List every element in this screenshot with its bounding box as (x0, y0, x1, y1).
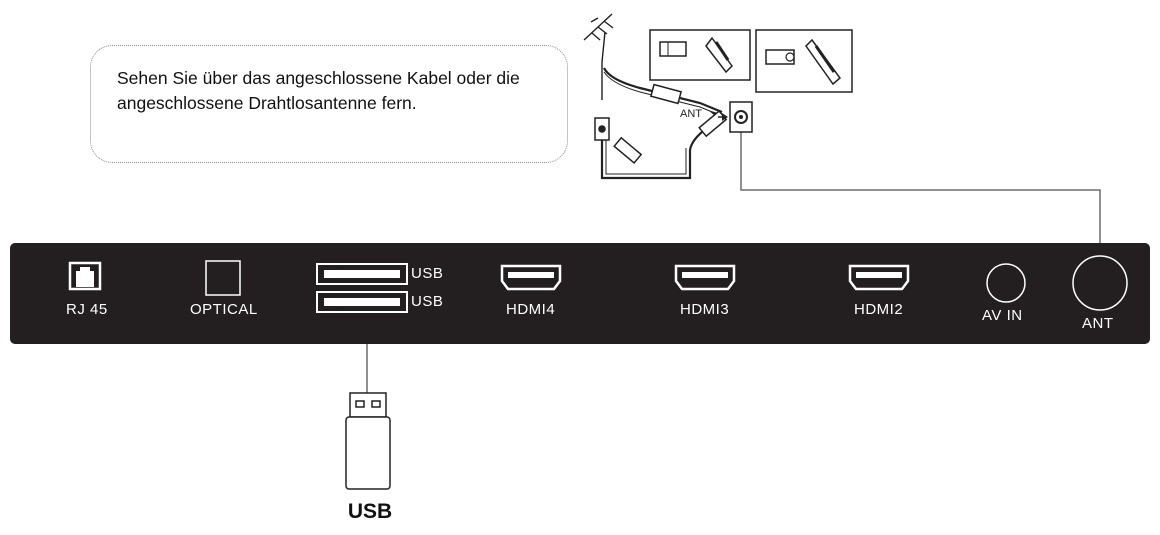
hdmi3-label: HDMI3 (680, 301, 730, 318)
ant-label: ANT (1082, 315, 1114, 332)
av-in-label: AV IN (982, 307, 1023, 324)
antenna-plug-icon (650, 83, 682, 105)
wall-cable (600, 125, 711, 180)
info-callout: Sehen Sie über das angeschlossene Kabel … (90, 45, 568, 163)
antenna-icon (583, 13, 614, 100)
hdmi4-label: HDMI4 (506, 301, 556, 318)
callout-text: Sehen Sie über das angeschlossene Kabel … (117, 68, 520, 113)
tv-back-panel: RJ 45 OPTICAL USB USB HDMI4 HDMI3 HDMI2 … (10, 243, 1150, 344)
usb-device-label: USB (347, 500, 393, 523)
hdmi3-port-icon (674, 264, 736, 291)
usb-stick-icon (345, 392, 391, 490)
hdmi4-port-icon (500, 264, 562, 291)
av-in-port-icon (986, 263, 1026, 303)
hdmi2-port-icon (848, 264, 910, 291)
optical-port-icon (205, 260, 241, 296)
usb-port-bottom-icon (316, 291, 408, 313)
hdmi2-label: HDMI2 (854, 301, 904, 318)
rj45-label: RJ 45 (66, 301, 108, 318)
usb-port-top-icon (316, 263, 408, 285)
wall-socket-icon (594, 117, 610, 141)
antenna-ant-label: ANT (680, 108, 702, 120)
usb-bottom-label: USB (411, 293, 444, 310)
optical-label: OPTICAL (190, 301, 258, 318)
ant-port-icon (1072, 255, 1128, 311)
usb-top-label: USB (411, 265, 444, 282)
ant-cable-line (740, 130, 1101, 250)
antenna-cable (603, 67, 723, 114)
rj45-port-icon (68, 261, 102, 291)
